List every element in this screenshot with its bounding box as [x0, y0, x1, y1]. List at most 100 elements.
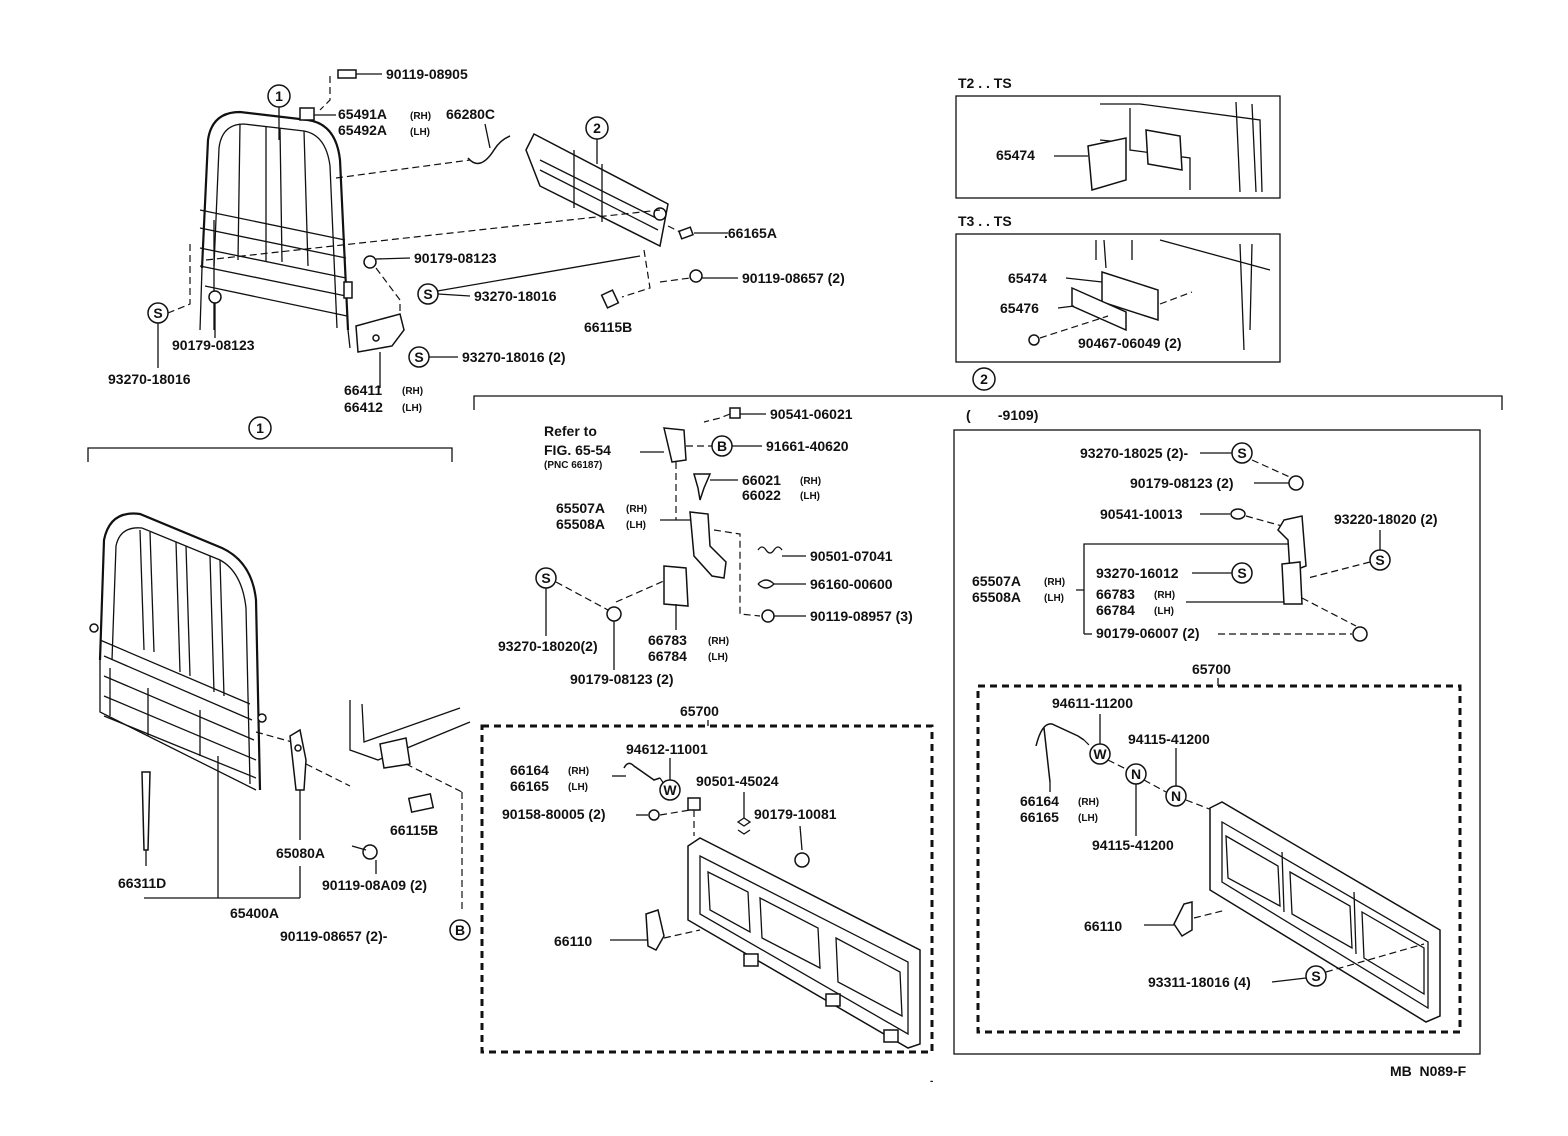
label-93270-18016-a: 93270-18016 [474, 288, 557, 304]
top-left-assembly: 1 90119-08905 65491A (RH) 65492A (LH) 66… [108, 66, 845, 415]
nut-90179-08123-right-icon [1288, 475, 1304, 491]
label-66110-right: 66110 [1084, 918, 1122, 934]
spacer-65476-icon [1071, 286, 1127, 332]
tailgate-panel-left-drawing [687, 837, 921, 1049]
rope-hook-66280c-icon [467, 135, 511, 165]
svg-text:(RH): (RH) [1078, 797, 1099, 808]
headboard-rack-drawing [199, 110, 353, 349]
bracket-66115b-icon [600, 289, 620, 309]
label-66115b-section1: 66115B [390, 822, 438, 838]
truck-body-corner-drawing [349, 700, 471, 910]
label-65474-t3: 65474 [1008, 270, 1047, 286]
label-93270-18025: 93270-18025 (2)- [1080, 445, 1189, 461]
t2-title: T2 . . TS [958, 75, 1012, 91]
label-90541-06021: 90541-06021 [770, 406, 853, 422]
diagram-code: MB N089-F [1390, 1063, 1467, 1079]
svg-text:S: S [414, 349, 423, 365]
svg-text:(LH): (LH) [1078, 813, 1098, 824]
label-65507a-left: 65507A [556, 500, 605, 516]
svg-text:(RH): (RH) [800, 476, 821, 487]
nut-90179-06007-icon [1352, 626, 1368, 642]
section-2-left-hardware: Refer to FIG. 65-54 (PNC 66187) 90541-06… [498, 406, 913, 687]
svg-text:B: B [455, 922, 465, 938]
label-94611-11200: 94611-11200 [1052, 695, 1133, 711]
latch-65080a-icon [289, 728, 307, 791]
svg-text:S: S [1237, 445, 1246, 461]
label-93270-18020: 93270-18020(2) [498, 638, 598, 654]
label-90119-08657-section1: 90119-08657 (2)- [280, 928, 388, 944]
label-90501-07041: 90501-07041 [810, 548, 893, 564]
latch-plate-66411-icon [355, 313, 405, 353]
label-90179-08123-a: 90179-08123 [414, 250, 497, 266]
svg-text:S: S [423, 286, 432, 302]
label-90119-08957: 90119-08957 (3) [810, 608, 913, 624]
label-93311-18016: 93311-18016 (4) [1148, 974, 1251, 990]
label-65400a: 65400A [230, 905, 279, 921]
pin-66021-icon [693, 473, 712, 501]
tag-lh: (LH) [410, 127, 430, 138]
hook-66164-icon [623, 762, 661, 781]
label-66784-right: 66784 [1096, 602, 1135, 618]
s-symbol-right-4 [1305, 965, 1327, 987]
w-symbol-right [1089, 743, 1111, 765]
label-65080a: 65080A [276, 845, 325, 861]
svg-text:S: S [1311, 968, 1320, 984]
plate-65474-t2-icon [1087, 137, 1127, 191]
svg-text:S: S [541, 570, 550, 586]
svg-text:(RH): (RH) [402, 386, 423, 397]
hook-66164-right-icon [1035, 723, 1085, 783]
headboard-drawing-large [89, 512, 267, 791]
section-2: 2 Refer to FIG. 65-54 (PNC 66187) 90541-… [473, 367, 1503, 1055]
t3-title: T3 . . TS [958, 213, 1012, 229]
svg-text:(LH): (LH) [568, 782, 588, 793]
stray-mark: - [930, 1076, 933, 1087]
bolt-90541-06021-icon [729, 407, 741, 419]
clip-96160-icon [757, 579, 775, 589]
label-66311d: 66311D [118, 875, 166, 891]
t2-ts-box: T2 . . TS 65474 [955, 75, 1281, 199]
latch-66110-right-icon [1173, 901, 1193, 938]
svg-text:(LH): (LH) [708, 652, 728, 663]
label-65474-t2: 65474 [996, 147, 1035, 163]
bracket-66783-icon [663, 565, 689, 607]
label-66412: 66412 [344, 399, 383, 415]
label-66110-left: 66110 [554, 933, 592, 949]
label-66783-left: 66783 [648, 632, 687, 648]
pin-66311d-icon [141, 771, 151, 851]
label-94115-41200-a: 94115-41200 [1128, 731, 1210, 747]
label-65508a-left: 65508A [556, 516, 605, 532]
nut-90179-10081-icon [794, 852, 810, 868]
section-2-right: ( -9109) 93270-18025 (2)- S 90179-08123 … [953, 407, 1481, 1055]
clip-65491a-icon [299, 107, 315, 121]
spring-90501-07041-icon [757, 546, 783, 554]
label-65508a-right: 65508A [972, 589, 1021, 605]
refer-pnc-text: (PNC 66187) [544, 460, 602, 471]
svg-text:(LH): (LH) [800, 491, 820, 502]
label-94115-41200-b: 94115-41200 [1092, 837, 1174, 853]
svg-text:(LH): (LH) [626, 520, 646, 531]
label-66164-right: 66164 [1020, 793, 1059, 809]
b-symbol-section1 [449, 919, 471, 941]
label-65507a-right: 65507A [972, 573, 1021, 589]
svg-text:(LH): (LH) [1154, 606, 1174, 617]
svg-text:N: N [1171, 788, 1181, 804]
label-90158-80005: 90158-80005 (2) [502, 806, 606, 822]
section-1-headboard: 1 66311D 65080A 90119-08A09 (2) [87, 416, 471, 944]
svg-text:(RH): (RH) [708, 636, 729, 647]
svg-text:W: W [663, 782, 677, 798]
label-65700-right: 65700 [1192, 661, 1231, 677]
callout-2-top: 2 [585, 116, 609, 164]
label-90119-08905: 90119-08905 [386, 66, 468, 82]
label-66022: 66022 [742, 487, 781, 503]
callout-1-section: 1 [256, 420, 264, 436]
nut-90179-08123-icon [363, 255, 377, 269]
screw-90158-icon [648, 809, 660, 821]
washer-plate-icon [687, 797, 701, 811]
label-65476: 65476 [1000, 300, 1039, 316]
tailgate-65700-left: 65700 W 94612-11001 66164 (RH) 66165 (LH… [480, 703, 934, 1054]
svg-text:1: 1 [275, 88, 283, 104]
label-90119-08a09: 90119-08A09 (2) [322, 877, 427, 893]
callout-2-section: 2 [980, 371, 988, 387]
screw-90467-icon [1028, 334, 1040, 346]
